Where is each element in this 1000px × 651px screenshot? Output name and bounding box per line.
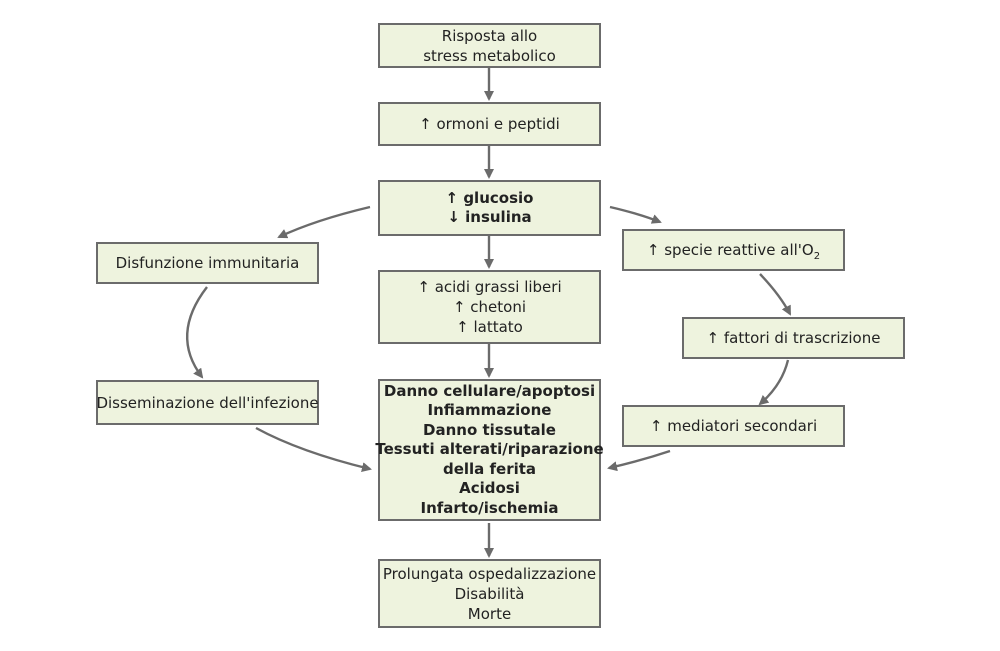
node-disseminazione-line-1: Disseminazione dell'infezione (96, 393, 319, 412)
node-danno-line-3: Danno tissutale (423, 420, 556, 439)
node-danno-line-1: Danno cellulare/apoptosi (383, 381, 596, 400)
node-mediatori: ↑ mediatori secondari (622, 405, 845, 447)
arrow-disseminazione-to-danno (255, 426, 372, 472)
node-glucosio: ↑ glucosio ↓ insulina (378, 180, 601, 236)
node-acidi-line-3: ↑ lattato (456, 318, 523, 336)
arrow-fattori-to-mediatori (758, 359, 790, 406)
node-specie-line-1: ↑ specie reattive all'O2 (646, 240, 821, 262)
node-specie-subscript: 2 (813, 251, 821, 262)
arrow-glucosio-to-specie (609, 205, 662, 224)
node-esiti: Prolungata ospedalizzazione Disabilità M… (378, 559, 601, 628)
node-esiti-line-1: Prolungata ospedalizzazione (382, 564, 597, 583)
node-danno-line-5: della ferita (442, 459, 537, 478)
node-fattori: ↑ fattori di trascrizione (682, 317, 905, 359)
node-glucosio-line-1: ↑ glucosio (445, 188, 534, 207)
node-esiti-line-3: Morte (467, 604, 512, 623)
node-specie: ↑ specie reattive all'O2 (622, 229, 845, 271)
node-esiti-line-2: Disabilità (454, 584, 525, 603)
node-acidi: ↑ acidi grassi liberi ↑ chetoni ↑ lattat… (378, 270, 601, 344)
node-disseminazione: Disseminazione dell'infezione (96, 380, 319, 425)
arrow-specie-to-fattori (759, 273, 792, 316)
node-danno-line-7: Infarto/ischemia (420, 498, 559, 517)
node-danno-line-4: Tessuti alterati/riparazione (375, 440, 604, 459)
arrow-glucosio-to-disfunzione (277, 205, 371, 239)
node-stress-line-1: Risposta allo (441, 26, 538, 45)
node-stress-line-2: stress metabolico (423, 46, 556, 65)
node-disfunzione-line-1: Disfunzione immunitaria (115, 254, 300, 272)
arrow-disfunzione-to-disseminazione (185, 286, 208, 379)
node-stress: Risposta allo stress metabolico (378, 23, 601, 68)
node-ormoni-line-1: ↑ ormoni e peptidi (419, 115, 560, 133)
node-ormoni: ↑ ormoni e peptidi (378, 102, 601, 146)
node-acidi-line-2: ↑ chetoni (452, 298, 527, 316)
node-fattori-line-1: ↑ fattori di trascrizione (706, 329, 881, 347)
node-specie-text: ↑ specie reattive all'O (646, 241, 814, 259)
node-disfunzione: Disfunzione immunitaria (96, 242, 319, 284)
node-mediatori-line-1: ↑ mediatori secondari (649, 417, 818, 435)
node-danno-line-6: Acidosi (459, 479, 520, 498)
node-glucosio-line-2: ↓ insulina (447, 208, 532, 226)
arrow-mediatori-to-danno (607, 449, 671, 472)
node-danno-line-2: Infiammazione (427, 401, 552, 420)
node-acidi-line-1: ↑ acidi grassi liberi (417, 278, 562, 296)
node-danno: Danno cellulare/apoptosi Infiammazione D… (375, 379, 604, 521)
